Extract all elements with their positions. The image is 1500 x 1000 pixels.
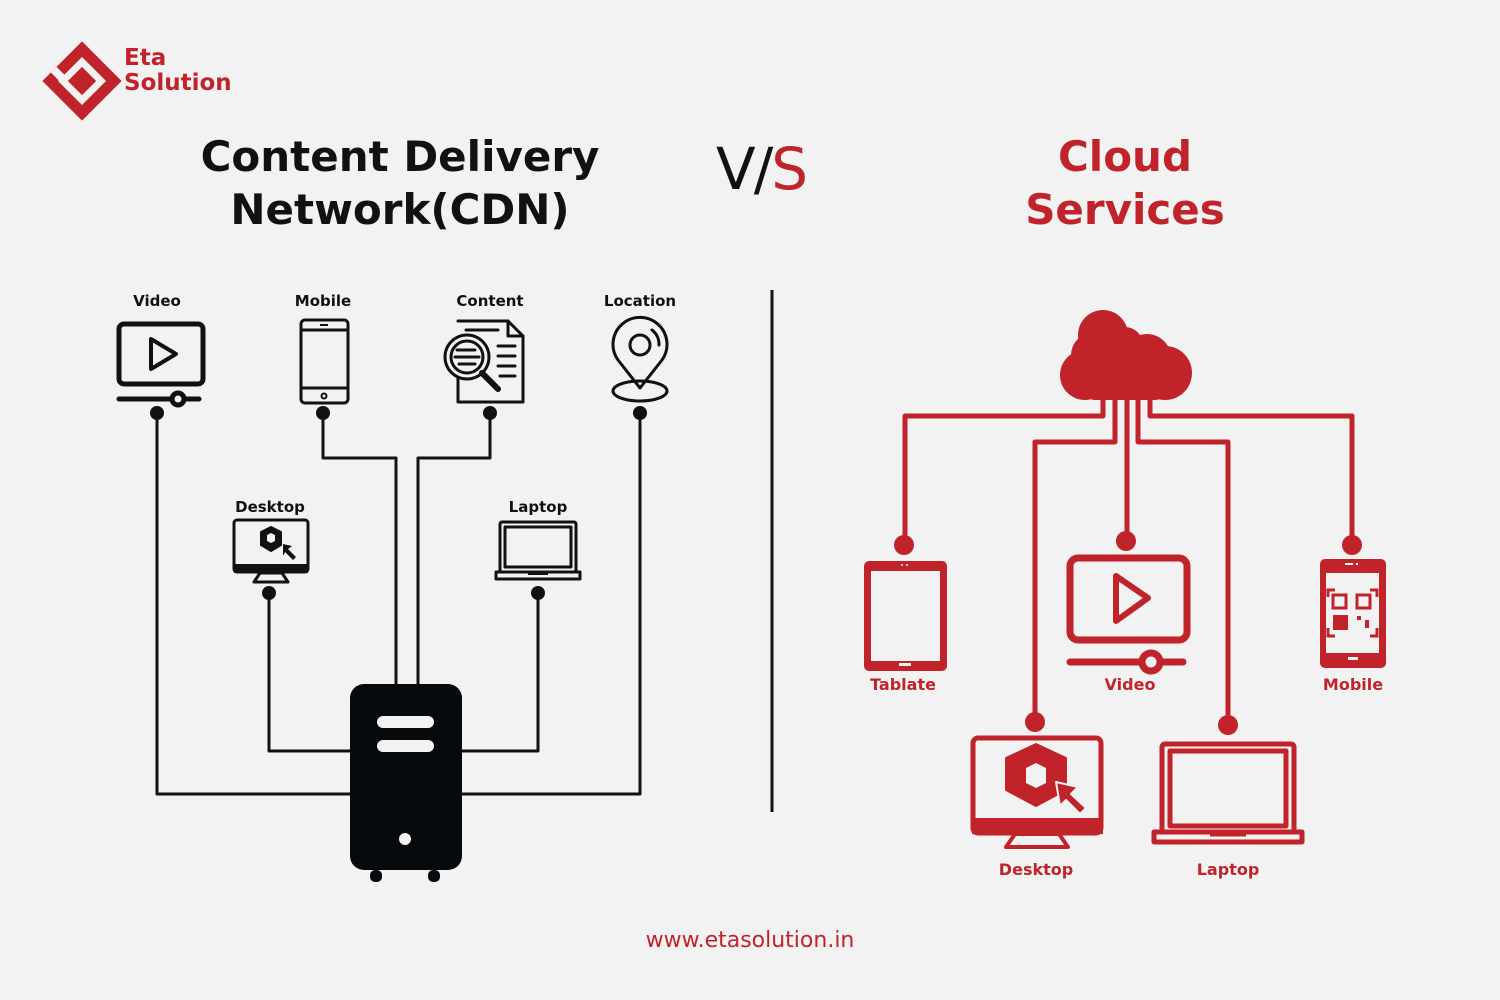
cdn-node-label-location: Location [603,292,677,310]
cdn-map-pin-icon [611,315,669,403]
cdn-node-label-laptop: Laptop [508,498,568,516]
cloud-wires [902,390,1355,725]
cloud-title-line1: Cloud [1057,132,1193,181]
cdn-wires [155,415,642,796]
cloud-video-icon [1066,554,1191,675]
wire-video [155,415,355,796]
dot-laptop [1218,715,1238,735]
cloud-node-label-tablet: Tablate [870,675,936,694]
dot-laptop [531,586,545,600]
versus-v: V [716,135,756,203]
versus-s: S [771,135,808,203]
cdn-smartphone-icon [299,318,350,405]
cloud-laptop-icon [1151,741,1305,845]
wire-laptop [1135,390,1231,725]
brand-name-line1: Eta [124,45,167,71]
wire-desktop [267,593,380,753]
wire-mobile [321,415,398,690]
dot-tablet [894,535,914,555]
versus-slash: / [753,135,773,203]
cloud-icon [1060,310,1192,400]
dot-video [150,406,164,420]
dot-desktop [262,586,276,600]
wire-desktop [1032,390,1118,720]
brand-name: Eta Solution [124,46,232,96]
dot-mobile [1342,535,1362,555]
cloud-node-label-desktop: Desktop [998,860,1074,879]
versus-label: V/S [716,135,808,203]
cdn-title-line2: Network(CDN) [230,185,570,234]
wire-laptop [430,593,540,753]
dot-desktop [1025,712,1045,732]
cloud-node-label-video: Video [1104,675,1156,694]
cdn-node-label-content: Content [456,292,524,310]
cloud-node-label-laptop: Laptop [1196,860,1260,879]
cloud-node-label-mobile: Mobile [1322,675,1384,694]
cdn-connector-dots [150,406,647,600]
cloud-tablet-icon [864,561,947,671]
cloud-qr-phone-icon [1320,559,1386,668]
cdn-desktop-monitor-icon [232,518,310,584]
wire-mobile [1147,390,1355,545]
cdn-document-search-icon [443,319,525,404]
dot-location [633,406,647,420]
wire-tablet [902,390,1106,545]
cloud-title-line2: Services [1025,185,1225,234]
cloud-desktop-icon [970,735,1104,849]
cloud-connector-dots [894,531,1362,735]
cdn-video-icon [116,321,206,408]
wire-location [455,415,642,796]
cdn-node-label-desktop: Desktop [235,498,305,516]
cdn-node-label-video: Video [133,292,181,310]
brand-name-line2: Solution [124,70,232,96]
dot-video [1116,531,1136,551]
cdn-title: Content Delivery Network(CDN) [150,130,650,236]
footer-url-link[interactable]: www.etasolution.in [645,928,855,953]
server-icon [350,684,462,882]
cloud-title: Cloud Services [960,130,1290,236]
cdn-node-label-mobile: Mobile [294,292,352,310]
wire-content [416,415,492,690]
dot-content [483,406,497,420]
dot-mobile [316,406,330,420]
cdn-title-line1: Content Delivery [200,132,600,181]
cdn-laptop-icon [494,520,582,581]
